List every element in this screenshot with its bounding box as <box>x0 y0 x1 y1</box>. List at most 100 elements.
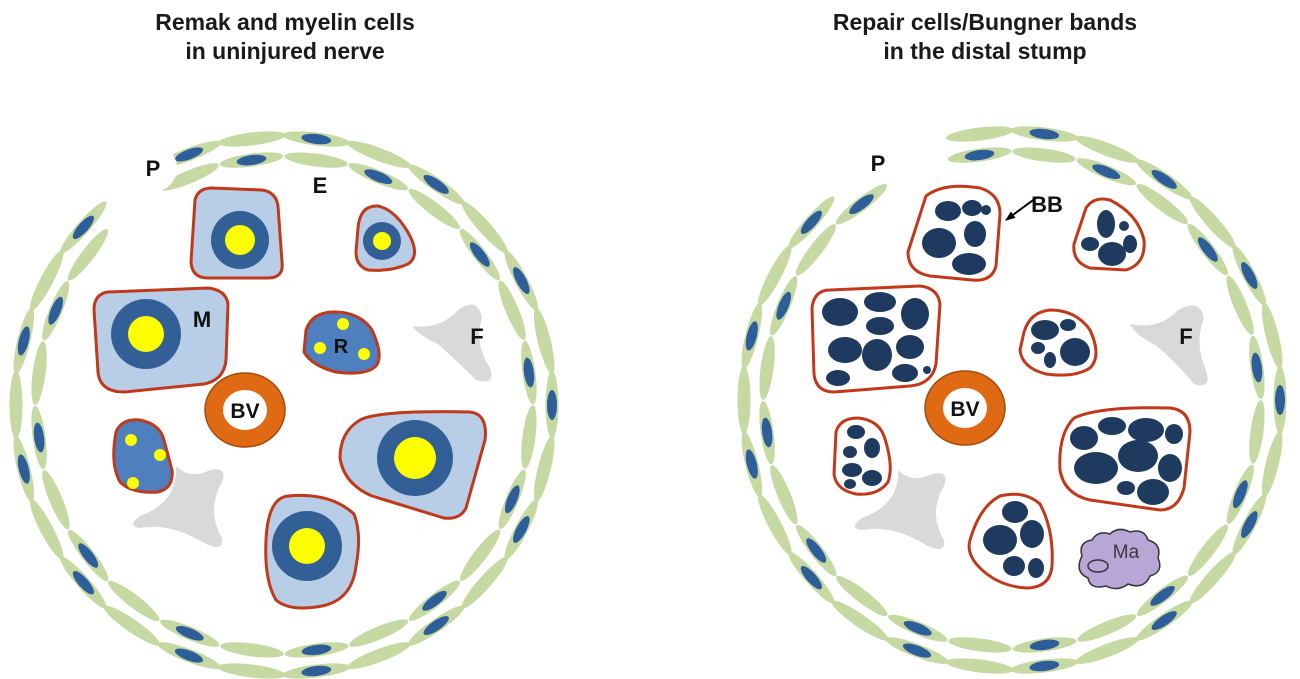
perineurial-cell <box>459 228 500 281</box>
perineurial-cell <box>407 605 465 646</box>
perineurial-nucleus <box>1151 611 1177 631</box>
bungner-band-cell <box>1018 308 1098 377</box>
perineurial-cell <box>741 302 763 369</box>
myelin-cell <box>354 204 416 272</box>
perineurial-cell <box>948 637 1012 653</box>
fibroblast-label: F <box>1179 324 1192 349</box>
perineurial-cell <box>835 184 888 225</box>
perineurial-cell <box>282 663 351 679</box>
perineurial-nucleus <box>1232 480 1248 509</box>
left-title-line-1: Remak and myelin cells <box>155 9 415 35</box>
blood-vessel-label: BV <box>230 400 259 423</box>
perineurial-cell <box>461 201 508 254</box>
perineurial-nucleus <box>902 643 932 658</box>
perineurial-nucleus <box>1251 352 1263 383</box>
perineurial-nucleus <box>1275 385 1285 415</box>
perineurial-cell <box>1189 196 1236 249</box>
perineurial-nucleus <box>513 267 530 294</box>
perineurial-nucleus <box>1092 164 1121 180</box>
macrophage-label: Ma <box>1113 542 1140 563</box>
perineurial-cell <box>1135 600 1193 641</box>
perineurial-cell <box>504 250 539 311</box>
perineurial-cell <box>770 276 798 336</box>
perineurial-nucleus <box>745 449 758 479</box>
remak-cell: R <box>302 310 381 375</box>
perineurial-cell <box>945 658 1014 674</box>
perineurial-cell <box>1226 464 1254 524</box>
perineurial-cell <box>945 126 1014 142</box>
perineurium-label: P <box>871 151 886 176</box>
perineurial-nucleus <box>72 570 95 595</box>
perineurial-cell <box>68 529 109 582</box>
perineurial-cell <box>545 371 559 439</box>
perineurial-cell <box>42 281 70 341</box>
perineurial-nucleus <box>504 485 520 514</box>
perineurial-cell <box>13 307 35 374</box>
perineurial-cell <box>1075 637 1139 665</box>
fibroblast <box>133 466 224 547</box>
bungner-band-cell <box>1058 406 1192 512</box>
perineurial-cell <box>217 131 286 147</box>
perineurial-cell <box>1273 366 1287 434</box>
perineurial-cell <box>348 163 408 191</box>
perineurial-nucleus <box>849 194 874 215</box>
perineurial-cell <box>888 614 948 642</box>
bungner-band-label: BB <box>1031 192 1063 217</box>
perineurial-cell <box>1232 245 1267 306</box>
perineurial-nucleus <box>1241 511 1258 538</box>
perineurium-label: P <box>146 156 161 181</box>
left-panel: P E M <box>9 131 559 679</box>
perineurial-cell <box>282 131 351 147</box>
perineurial-cell <box>1261 431 1283 498</box>
perineurial-nucleus <box>800 210 823 235</box>
perineurial-nucleus <box>301 133 332 145</box>
perineurial-cell <box>757 494 792 555</box>
perineurial-cell <box>60 556 107 609</box>
perineurial-nucleus <box>48 296 64 325</box>
perineurial-cell <box>284 152 348 168</box>
perineurial-cell <box>217 663 286 679</box>
perineurial-cell <box>1010 126 1079 142</box>
perineurial-cell <box>521 405 537 469</box>
perineurial-nucleus <box>523 357 535 388</box>
perineurial-cell <box>29 499 64 560</box>
perineurial-cell <box>1187 524 1229 576</box>
perineurial-cell <box>885 637 949 665</box>
perineurial-cell <box>1136 575 1189 616</box>
perineurial-cell <box>1075 135 1139 163</box>
perineurial-cell <box>796 524 837 577</box>
perineurial-cell <box>159 163 219 191</box>
perineurial-cell <box>1249 335 1265 400</box>
blood-vessel: BV <box>924 370 1006 446</box>
perineurial-nucleus <box>422 590 447 611</box>
perineurial-cell <box>1189 551 1236 604</box>
perineurial-cell <box>60 201 107 254</box>
perineurial-cell <box>1187 223 1228 276</box>
perineurial-cell <box>1012 637 1077 653</box>
endoneurium-label: E <box>313 173 328 198</box>
perineurial-nucleus <box>301 665 332 677</box>
fibroblast: F <box>412 304 492 382</box>
myelin-cell: M <box>92 286 230 394</box>
perineurial-cell <box>9 371 23 439</box>
perineurial-nucleus <box>1197 237 1218 262</box>
left-panel-title: Remak and myelin cells in uninjured nerv… <box>5 8 565 66</box>
perineurium-label-bg <box>129 144 177 192</box>
right-title-line-1: Repair cells/Bungner bands <box>832 9 1138 35</box>
right-panel-title: Repair cells/Bungner bands in the distal… <box>705 8 1265 66</box>
perineurial-cell <box>347 642 411 670</box>
perineurial-nucleus <box>903 620 932 636</box>
perineurial-nucleus <box>17 326 30 356</box>
perineurial-cell <box>1232 494 1267 555</box>
perineurial-cell <box>13 436 35 503</box>
perineurial-cell <box>836 575 888 617</box>
perineurial-cell <box>759 400 775 465</box>
perineurial-cell <box>103 605 161 646</box>
fibroblast: F <box>1130 305 1208 386</box>
fibroblast <box>855 470 946 549</box>
perineurial-cell <box>533 436 555 503</box>
right-panel: P BB <box>737 126 1287 674</box>
bungner-band-cell <box>906 184 1002 282</box>
perineurial-cell <box>219 152 284 168</box>
perineurial-cell <box>408 188 460 230</box>
